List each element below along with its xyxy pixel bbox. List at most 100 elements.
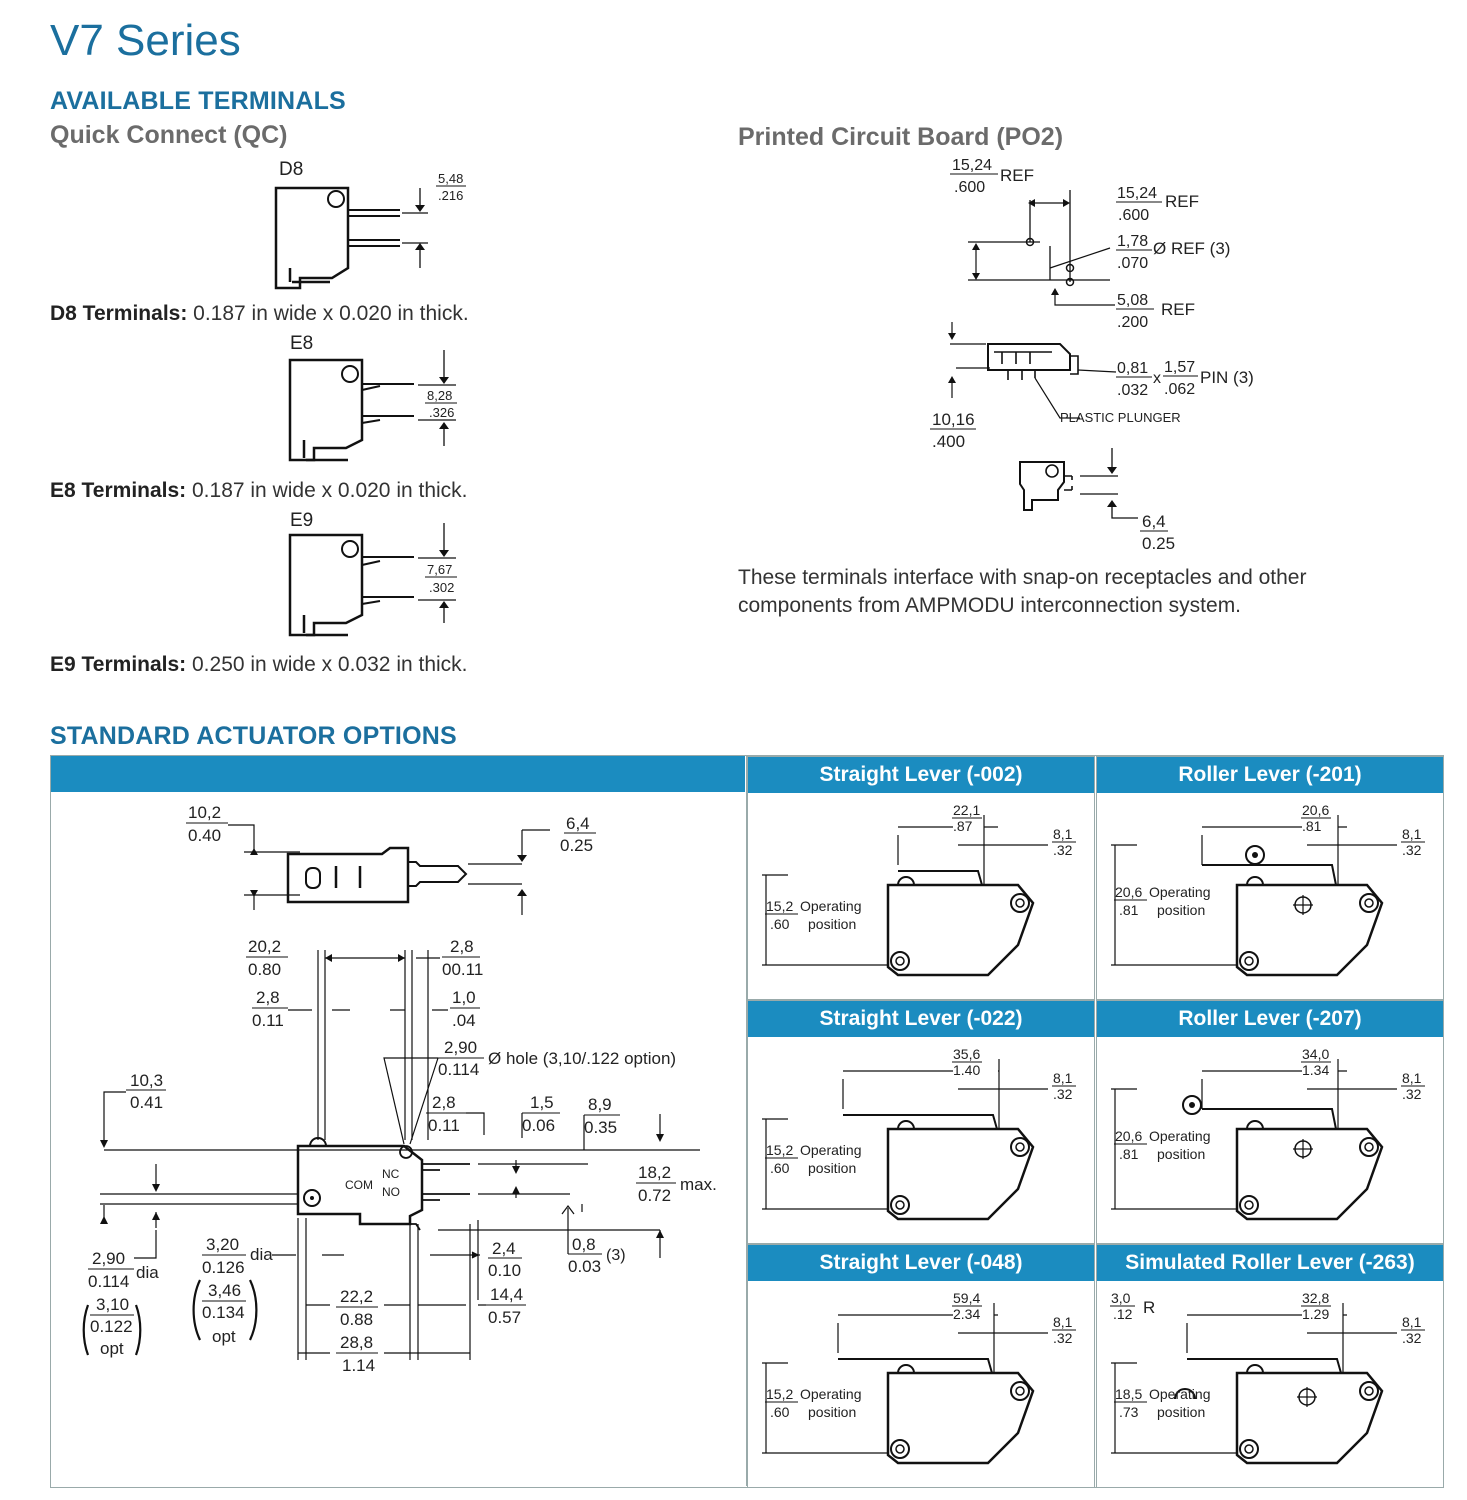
svg-text:0.134: 0.134 bbox=[202, 1303, 245, 1322]
svg-text:8,1: 8,1 bbox=[1402, 826, 1422, 842]
svg-text:REF: REF bbox=[1161, 300, 1195, 319]
svg-text:6,4: 6,4 bbox=[566, 814, 590, 833]
pcb-terminal-drawing: 15,24 .600 REF 15,24 .600 REF 1,78 .070 … bbox=[930, 157, 1254, 553]
e9-terminal-drawing: E9 7,67 .302 bbox=[288, 510, 457, 637]
svg-text:Ø REF (3): Ø REF (3) bbox=[1153, 239, 1230, 258]
svg-text:20,6: 20,6 bbox=[1115, 884, 1142, 900]
pcb-note: These terminals interface with snap-on r… bbox=[738, 564, 1306, 620]
pcb-note-line2: components from AMPMODU interconnection … bbox=[738, 594, 1242, 617]
column-divider bbox=[746, 756, 747, 1486]
svg-text:2,90: 2,90 bbox=[92, 1249, 125, 1268]
svg-text:0,8: 0,8 bbox=[572, 1235, 596, 1254]
svg-text:22,1: 22,1 bbox=[953, 802, 980, 818]
svg-text:.216: .216 bbox=[438, 188, 463, 203]
svg-text:6,4: 6,4 bbox=[1142, 512, 1166, 531]
svg-text:2,8: 2,8 bbox=[256, 988, 280, 1007]
svg-text:2,90: 2,90 bbox=[444, 1038, 477, 1057]
svg-text:position: position bbox=[808, 1404, 856, 1420]
svg-text:8,1: 8,1 bbox=[1053, 1070, 1073, 1086]
svg-text:0.114: 0.114 bbox=[438, 1060, 479, 1079]
svg-text:(3): (3) bbox=[606, 1247, 626, 1264]
svg-text:Operating: Operating bbox=[1149, 884, 1210, 900]
svg-text:0.80: 0.80 bbox=[248, 960, 281, 979]
svg-text:position: position bbox=[808, 916, 856, 932]
svg-text:PLASTIC PLUNGER: PLASTIC PLUNGER bbox=[1060, 410, 1181, 425]
svg-text:20,6: 20,6 bbox=[1115, 1128, 1142, 1144]
svg-text:22,2: 22,2 bbox=[340, 1287, 373, 1306]
svg-text:COM: COM bbox=[345, 1178, 373, 1192]
svg-text:3,10: 3,10 bbox=[96, 1295, 129, 1314]
svg-text:0.03: 0.03 bbox=[568, 1257, 601, 1276]
svg-text:15,24: 15,24 bbox=[1117, 185, 1157, 202]
actuator-cell-title: Roller Lever (-201) bbox=[1097, 757, 1443, 793]
svg-text:0.57: 0.57 bbox=[488, 1308, 521, 1327]
e9-spec: E9 Terminals: 0.250 in wide x 0.032 in t… bbox=[50, 653, 468, 676]
svg-text:.32: .32 bbox=[1053, 1330, 1073, 1346]
svg-text:.60: .60 bbox=[770, 1160, 790, 1176]
svg-text:opt: opt bbox=[100, 1339, 124, 1358]
svg-text:Operating: Operating bbox=[800, 1386, 861, 1402]
svg-text:Operating: Operating bbox=[1149, 1386, 1210, 1402]
d8-spec: D8 Terminals: 0.187 in wide x 0.020 in t… bbox=[50, 302, 469, 325]
svg-text:8,1: 8,1 bbox=[1053, 1314, 1073, 1330]
svg-text:.32: .32 bbox=[1402, 1330, 1422, 1346]
svg-text:8,28: 8,28 bbox=[427, 388, 452, 403]
svg-text:0.122: 0.122 bbox=[90, 1317, 133, 1336]
svg-text:8,1: 8,1 bbox=[1402, 1314, 1422, 1330]
svg-text:PIN (3): PIN (3) bbox=[1200, 368, 1254, 387]
e8-spec: E8 Terminals: 0.187 in wide x 0.020 in t… bbox=[50, 479, 468, 502]
d8-code: D8 bbox=[279, 159, 303, 180]
svg-text:1.14: 1.14 bbox=[342, 1356, 375, 1375]
svg-text:Ø hole (3,10/.122 option): Ø hole (3,10/.122 option) bbox=[488, 1049, 676, 1068]
actuator-cell-title: Straight Lever (-048) bbox=[748, 1245, 1094, 1281]
svg-text:.32: .32 bbox=[1402, 842, 1422, 858]
svg-text:3,46: 3,46 bbox=[208, 1281, 241, 1300]
svg-text:0.41: 0.41 bbox=[130, 1093, 163, 1112]
svg-text:00.11: 00.11 bbox=[442, 960, 483, 979]
svg-text:0.11: 0.11 bbox=[428, 1116, 460, 1135]
svg-text:REF: REF bbox=[1000, 166, 1034, 185]
svg-text:.070: .070 bbox=[1117, 255, 1148, 272]
svg-text:5,48: 5,48 bbox=[438, 171, 463, 186]
svg-text:Operating: Operating bbox=[800, 1142, 861, 1158]
page-title: V7 Series bbox=[50, 16, 241, 65]
svg-text:.73: .73 bbox=[1119, 1404, 1139, 1420]
svg-text:x: x bbox=[1153, 370, 1161, 387]
svg-text:Operating: Operating bbox=[1149, 1128, 1210, 1144]
svg-text:0.40: 0.40 bbox=[188, 826, 221, 845]
svg-text:15,24: 15,24 bbox=[952, 157, 992, 174]
svg-text:.32: .32 bbox=[1402, 1086, 1422, 1102]
svg-text:.200: .200 bbox=[1117, 314, 1148, 331]
main-switch-drawing: 10,2 0.40 6,4 0.25 20,2 0.80 2,8 00.11 2… bbox=[82, 803, 717, 1375]
svg-text:.600: .600 bbox=[1118, 207, 1149, 224]
e9-code: E9 bbox=[290, 510, 313, 531]
svg-text:position: position bbox=[1157, 1146, 1205, 1162]
svg-text:.062: .062 bbox=[1164, 381, 1195, 398]
svg-text:59,4: 59,4 bbox=[953, 1290, 980, 1306]
terminals-heading: AVAILABLE TERMINALS bbox=[50, 87, 346, 115]
svg-text:1,78: 1,78 bbox=[1117, 233, 1148, 250]
svg-text:NO: NO bbox=[382, 1185, 400, 1199]
svg-text:.81: .81 bbox=[1119, 902, 1139, 918]
svg-text:15,2: 15,2 bbox=[766, 1142, 793, 1158]
svg-text:3,20: 3,20 bbox=[206, 1235, 239, 1254]
svg-text:position: position bbox=[1157, 1404, 1205, 1420]
d8-terminal-drawing: D8 5,48 .216 bbox=[274, 159, 466, 290]
actuator-cell-title: Straight Lever (-022) bbox=[748, 1001, 1094, 1037]
pcb-note-line1: These terminals interface with snap-on r… bbox=[738, 566, 1307, 589]
actuators-heading: STANDARD ACTUATOR OPTIONS bbox=[50, 722, 457, 750]
svg-text:0.10: 0.10 bbox=[488, 1261, 521, 1280]
qc-heading: Quick Connect (QC) bbox=[50, 121, 288, 149]
svg-text:32,8: 32,8 bbox=[1302, 1290, 1329, 1306]
svg-text:1,0: 1,0 bbox=[452, 988, 476, 1007]
svg-text:0.114: 0.114 bbox=[88, 1272, 129, 1291]
svg-text:2.34: 2.34 bbox=[953, 1306, 980, 1322]
svg-text:8,1: 8,1 bbox=[1402, 1070, 1422, 1086]
svg-text:Operating: Operating bbox=[800, 898, 861, 914]
